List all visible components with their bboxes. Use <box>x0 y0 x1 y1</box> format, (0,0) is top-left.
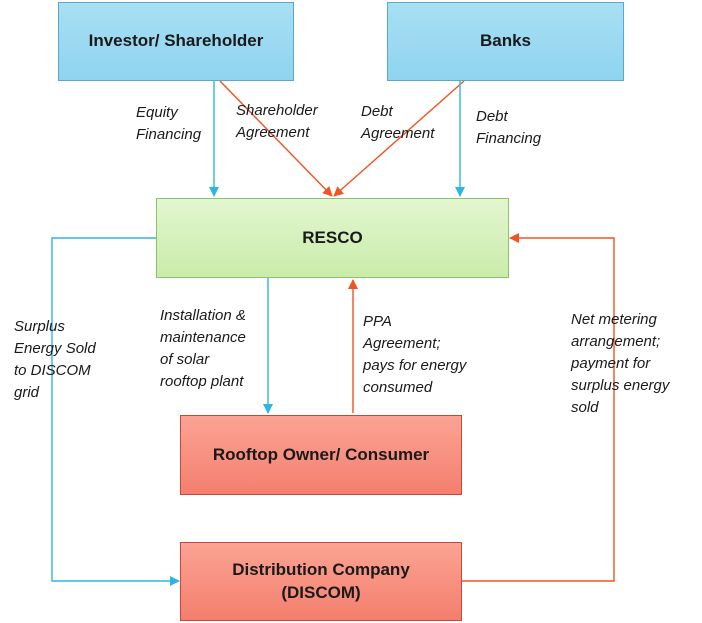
net-metering-label: Net metering arrangement; payment for su… <box>571 311 670 416</box>
investor-shareholder-label: Investor/ Shareholder <box>88 31 264 51</box>
ppa-label: PPA Agreement; pays for energy consumed <box>363 313 467 396</box>
equity-financing-label: Equity Financing <box>136 104 202 143</box>
shareholder-agreement-label: Shareholder Agreement <box>236 102 318 141</box>
surplus-energy-arrow <box>51 237 180 586</box>
banks-label: Banks <box>479 31 532 51</box>
discom-label-line2: (DISCOM) <box>281 582 361 602</box>
installation-label: Installation & maintenance of solar roof… <box>160 307 246 390</box>
shareholder-agreement-arrow <box>219 80 333 197</box>
debt-agreement-arrow <box>333 80 465 197</box>
resco-box: RESCO <box>156 198 509 278</box>
discom-box: Distribution Company (DISCOM) <box>180 542 462 621</box>
surplus-energy-label: Surplus Energy Sold to DISCOM grid <box>14 318 96 401</box>
discom-label-line1: Distribution Company <box>232 559 410 579</box>
debt-agreement-label: Debt Agreement <box>361 103 435 142</box>
net-metering-arrow <box>462 233 615 582</box>
rooftop-owner-box: Rooftop Owner/ Consumer <box>180 415 462 495</box>
debt-financing-label: Debt Financing <box>476 108 542 147</box>
resco-label: RESCO <box>302 227 363 247</box>
rooftop-owner-label: Rooftop Owner/ Consumer <box>212 444 430 464</box>
banks-box: Banks <box>387 2 624 81</box>
investor-shareholder-box: Investor/ Shareholder <box>58 2 294 81</box>
